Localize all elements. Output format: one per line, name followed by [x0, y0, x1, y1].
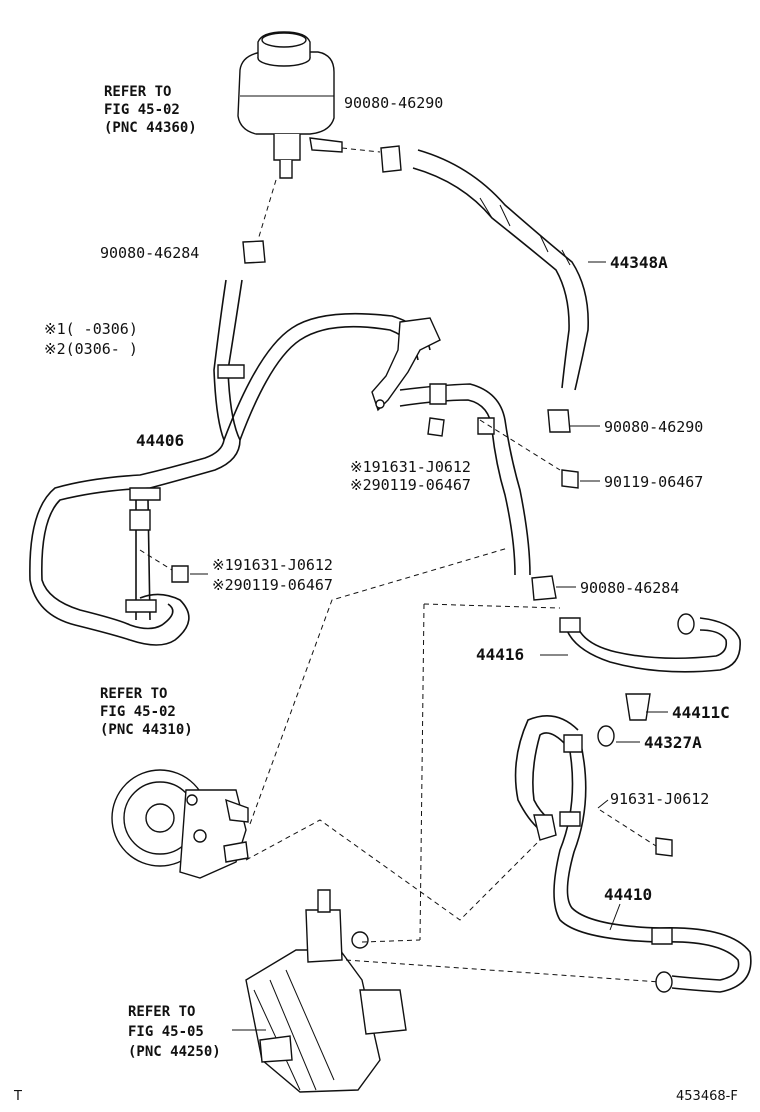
- ref-pump-line1: REFER TO: [100, 686, 167, 702]
- label-bolt-left-1: ※191631-J0612: [212, 556, 333, 574]
- figure-id: 453468-F: [676, 1089, 738, 1104]
- clip-top: [380, 145, 402, 173]
- label-bolt-left-2: ※290119-06467: [212, 576, 333, 594]
- ref-gear-line2: FIG 45-05: [128, 1024, 204, 1040]
- ref-gear-line1: REFER TO: [128, 1004, 195, 1020]
- label-tube-44406: 44406: [136, 431, 184, 450]
- reservoir-tank: [237, 31, 343, 179]
- hose-44348a: [412, 149, 589, 391]
- gasket-44327a: [597, 725, 615, 747]
- label-clip-lower: 90080-46284: [580, 579, 679, 597]
- label-hose-44410: 44410: [604, 885, 652, 904]
- bolt-left: [171, 565, 189, 583]
- note-2: ※2(0306- ): [44, 340, 138, 358]
- ref-gear-line3: (PNC 44250): [128, 1044, 221, 1060]
- power-steering-pump: [111, 769, 249, 879]
- bracket-mid: [371, 317, 441, 412]
- steering-gear: [245, 889, 407, 1093]
- clip-left: [242, 240, 266, 264]
- ref-reservoir-line2: FIG 45-02: [104, 102, 180, 118]
- label-hose-44348a: 44348A: [610, 253, 668, 272]
- ref-reservoir-line1: REFER TO: [104, 84, 171, 100]
- footer-left-mark: T: [13, 1089, 22, 1104]
- ref-pump-line3: (PNC 44310): [100, 722, 193, 738]
- label-bolt-mid-2: ※290119-06467: [350, 476, 471, 494]
- bolt-right: [561, 469, 579, 489]
- hose-44410: [514, 714, 752, 993]
- ref-reservoir-line3: (PNC 44360): [104, 120, 197, 136]
- label-bolt-91631: 91631-J0612: [610, 790, 709, 808]
- hose-mid: [399, 383, 531, 576]
- label-bolt-44411c: 44411C: [672, 703, 730, 722]
- ref-pump-line2: FIG 45-02: [100, 704, 176, 720]
- clip-lower: [531, 575, 557, 601]
- label-bolt-mid-1: ※191631-J0612: [350, 458, 471, 476]
- bolt-mid: [427, 417, 445, 437]
- label-gasket-44327a: 44327A: [644, 733, 702, 752]
- bolt-44411c: [625, 693, 651, 721]
- label-clip-right: 90080-46290: [604, 418, 703, 436]
- label-bolt-right: 90119-06467: [604, 473, 703, 491]
- label-tube-44416: 44416: [476, 645, 524, 664]
- bolt-91631: [655, 837, 673, 857]
- label-clip-top: 90080-46290: [344, 94, 443, 112]
- tube-44406: [29, 279, 431, 646]
- note-1: ※1( -0306): [44, 320, 138, 338]
- tube-44416: [559, 613, 741, 673]
- label-clip-left: 90080-46284: [100, 244, 199, 262]
- clip-right: [547, 409, 571, 433]
